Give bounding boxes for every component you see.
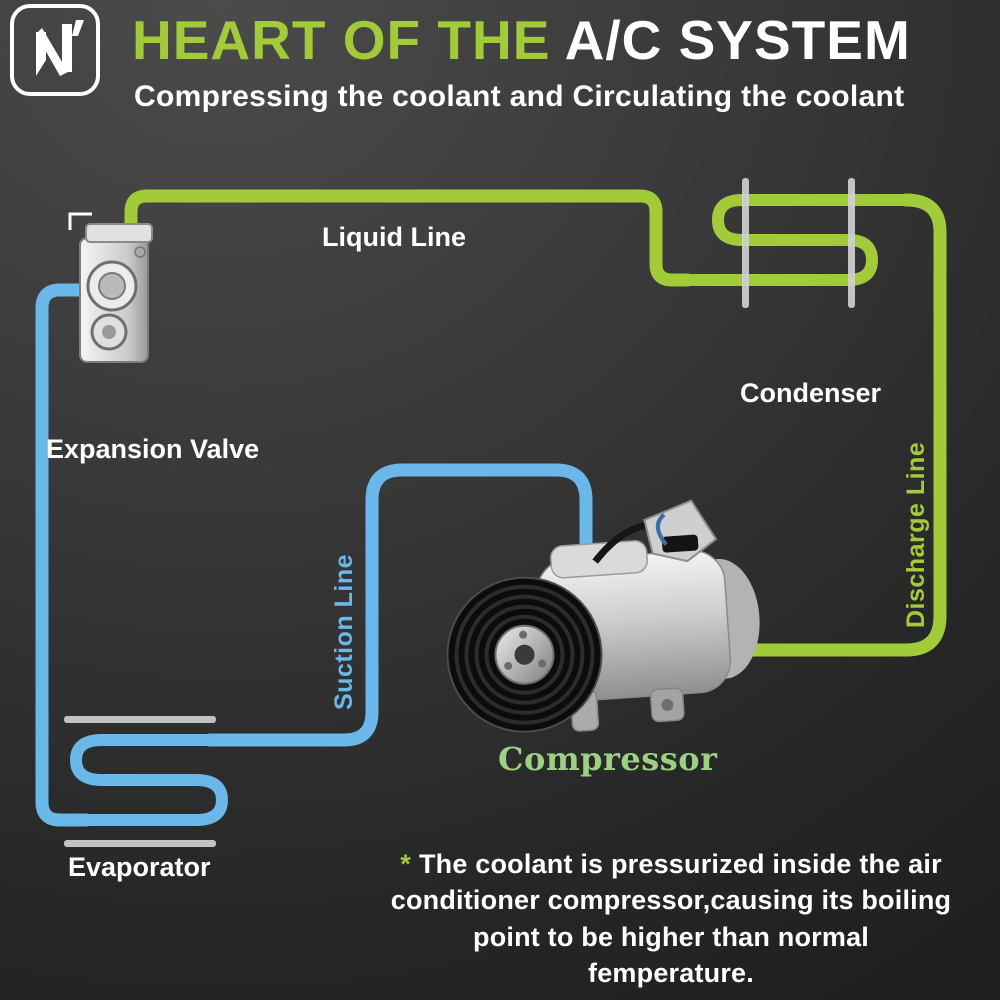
suction-line-label: Suction Line bbox=[330, 554, 358, 710]
page-title-accent: HEART OF THE bbox=[132, 9, 565, 71]
suction-line-pipe bbox=[203, 463, 593, 747]
brand-logo-mark bbox=[36, 20, 84, 76]
expansion-valve-label: Expansion Valve bbox=[46, 434, 260, 464]
brand-logo bbox=[10, 4, 100, 96]
footnote-line-1: *The coolant is pressurized inside the a… bbox=[388, 846, 954, 882]
condenser-rail-left bbox=[742, 178, 749, 308]
footnote-text-1: The coolant is pressurized inside the ai… bbox=[418, 849, 942, 879]
evaporator-rail-bottom bbox=[64, 840, 216, 847]
expansion-valve-graphic bbox=[68, 212, 153, 363]
discharge-line-label: Discharge Line bbox=[902, 441, 930, 628]
compressor-graphic bbox=[446, 499, 760, 733]
condenser-coil bbox=[682, 194, 912, 286]
page-title: HEART OF THE A/C SYSTEM bbox=[132, 9, 911, 71]
footnote-line-3: point to be higher than normal femperatu… bbox=[473, 921, 869, 989]
page-title-main: A/C SYSTEM bbox=[564, 9, 911, 71]
evaporator-label: Evaporator bbox=[68, 852, 211, 882]
discharge-line-pipe bbox=[693, 193, 947, 657]
evaporator-coil bbox=[69, 734, 229, 826]
footnote: *The coolant is pressurized inside the a… bbox=[388, 846, 954, 992]
compressor-label: Compressor bbox=[498, 740, 718, 778]
condenser-label: Condenser bbox=[740, 378, 882, 408]
evaporator-inlet-pipe bbox=[35, 283, 103, 827]
liquid-line-label: Liquid Line bbox=[322, 222, 466, 252]
footnote-line-2: conditioner compressor,causing its boili… bbox=[390, 885, 952, 916]
footnote-asterisk: * bbox=[400, 849, 411, 879]
page-subtitle: Compressing the coolant and Circulating … bbox=[134, 80, 905, 113]
condenser-rail-right bbox=[848, 178, 855, 308]
evaporator-rail-top bbox=[64, 716, 216, 723]
liquid-line-pipe bbox=[124, 189, 695, 287]
